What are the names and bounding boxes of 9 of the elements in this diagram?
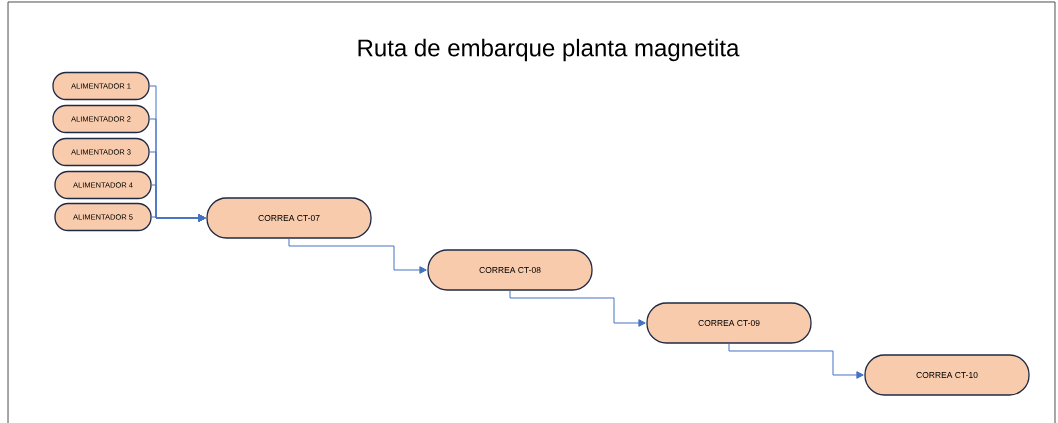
arrow xyxy=(151,214,206,222)
arrow xyxy=(509,290,646,327)
arrow xyxy=(288,238,427,274)
conveyor-box: CORREA CT-07 xyxy=(206,197,372,239)
title: Ruta de embarque planta magnetita xyxy=(358,38,740,62)
conveyor-box: CORREA CT-08 xyxy=(427,249,593,291)
arrow xyxy=(728,343,864,379)
conveyor-box: CORREA CT-10 xyxy=(864,354,1030,396)
conveyor-box: CORREA CT-09 xyxy=(646,302,812,344)
